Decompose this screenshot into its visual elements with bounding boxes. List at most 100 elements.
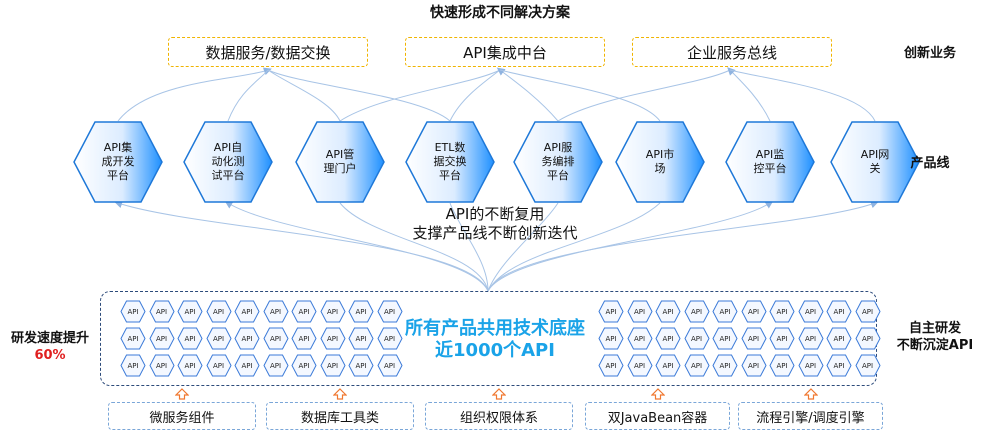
api-hex: API <box>376 300 403 323</box>
dev-speed-line1: 研发速度提升 <box>10 331 89 346</box>
api-hex-label: API <box>241 334 253 343</box>
api-hex: API <box>177 354 203 377</box>
api-hex-label: API <box>127 361 139 370</box>
api-hex-label: API <box>326 361 339 370</box>
api-hex: API <box>376 354 403 377</box>
api-hex: API <box>683 300 710 323</box>
api-hex-label: API <box>212 361 225 370</box>
api-hexagon-icon <box>319 300 346 323</box>
api-hexagon-icon <box>120 327 146 350</box>
api-hex: API <box>683 327 710 350</box>
hex-label: API服务编排平台 <box>513 121 603 203</box>
api-hexagon-icon <box>797 300 824 323</box>
api-hex: API <box>120 300 146 323</box>
api-hex: API <box>769 354 795 377</box>
api-hex: API <box>262 354 289 377</box>
api-hex: API <box>797 327 824 350</box>
api-hex-label: API <box>355 361 367 370</box>
api-hex-label: API <box>155 334 168 343</box>
api-hex-label: API <box>269 307 282 316</box>
api-hexagon-icon <box>291 354 317 377</box>
api-hexagon-icon <box>376 327 403 350</box>
business-box-data-exchange: 数据服务/数据交换 <box>168 37 368 67</box>
api-hexagon-icon <box>683 354 710 377</box>
hex-label-line: 平台 <box>439 169 461 182</box>
api-hex: API <box>769 327 795 350</box>
api-hexagon-icon <box>148 300 175 323</box>
reuse-caption-line2: 支撑产品线不断创新迭代 <box>412 224 578 242</box>
api-hex-label: API <box>833 307 845 316</box>
hexagon-shape-icon <box>183 121 273 203</box>
api-hex: API <box>148 300 175 323</box>
api-hex-label: API <box>241 307 253 316</box>
api-hex: API <box>712 300 738 323</box>
hex-api-monitor: API监控平台 <box>725 121 815 203</box>
api-hexagon-icon <box>205 300 232 323</box>
up-arrow-icon <box>803 388 818 400</box>
api-hex-label: API <box>719 361 731 370</box>
dev-speed-percent: 60% <box>34 348 66 363</box>
hex-label-line: 据交换 <box>433 155 467 168</box>
api-hex: API <box>348 354 374 377</box>
api-hexagon-icon <box>826 327 852 350</box>
hex-api-integration-dev: API集成开发平台 <box>73 121 163 203</box>
api-hex: API <box>769 300 795 323</box>
api-hex: API <box>740 327 767 350</box>
api-hex-label: API <box>833 334 845 343</box>
api-hexagon-icon <box>376 354 403 377</box>
api-hexagon-icon <box>177 300 203 323</box>
api-hex: API <box>205 300 232 323</box>
hex-label-line: 动化测 <box>211 155 245 168</box>
api-hex: API <box>177 327 203 350</box>
api-hex-label: API <box>719 307 731 316</box>
api-hexagon-icon <box>234 354 260 377</box>
tool-box-workflow-engine: 流程引擎/调度引擎 <box>738 402 883 430</box>
api-hexagon-icon <box>769 354 795 377</box>
api-hexagon-icon <box>598 327 624 350</box>
self-develop-line2: 不断沉淀API <box>896 338 974 353</box>
api-hexagon-icon <box>291 327 317 350</box>
api-hex: API <box>826 354 852 377</box>
api-hex: API <box>205 354 232 377</box>
api-hex: API <box>291 300 317 323</box>
hex-api-orchestration: API服务编排平台 <box>513 121 603 203</box>
api-hexagon-icon <box>234 327 260 350</box>
api-hex-label: API <box>804 361 817 370</box>
api-hex: API <box>683 354 710 377</box>
api-hex: API <box>740 354 767 377</box>
api-hex: API <box>376 327 403 350</box>
api-hex: API <box>262 300 289 323</box>
api-hex-label: API <box>747 334 760 343</box>
reuse-caption: API的不断复用 支撑产品线不断创新迭代 <box>330 205 660 243</box>
self-develop-line1: 自主研发 <box>908 321 961 336</box>
api-hex-label: API <box>605 307 617 316</box>
api-hex-label: API <box>719 334 731 343</box>
hex-label: API市场 <box>615 121 705 203</box>
api-hexagon-icon <box>854 327 881 350</box>
api-hex: API <box>712 354 738 377</box>
api-hex-label: API <box>298 361 310 370</box>
api-hex: API <box>854 300 881 323</box>
api-hexagon-icon <box>626 327 653 350</box>
api-hexagon-icon <box>148 354 175 377</box>
api-hex-label: API <box>383 334 396 343</box>
api-hex-label: API <box>804 334 817 343</box>
hex-label-line: 关 <box>869 162 881 175</box>
api-hex-label: API <box>776 361 788 370</box>
api-hex-label: API <box>804 307 817 316</box>
api-hex-label: API <box>212 334 225 343</box>
foundation-line2: 近1000个API <box>435 340 555 361</box>
api-hex: API <box>854 354 881 377</box>
api-hexagon-icon <box>683 300 710 323</box>
api-hex: API <box>148 327 175 350</box>
hex-label-line: API监 <box>755 148 785 161</box>
api-hex-label: API <box>633 361 646 370</box>
api-hex: API <box>120 327 146 350</box>
api-hex: API <box>177 300 203 323</box>
api-hex: API <box>797 300 824 323</box>
api-hex: API <box>234 327 260 350</box>
hex-label-line: 平台 <box>107 169 129 182</box>
api-hexagon-icon <box>740 354 767 377</box>
hex-etl-exchange: ETL数据交换平台 <box>405 121 495 203</box>
api-hex: API <box>348 327 374 350</box>
